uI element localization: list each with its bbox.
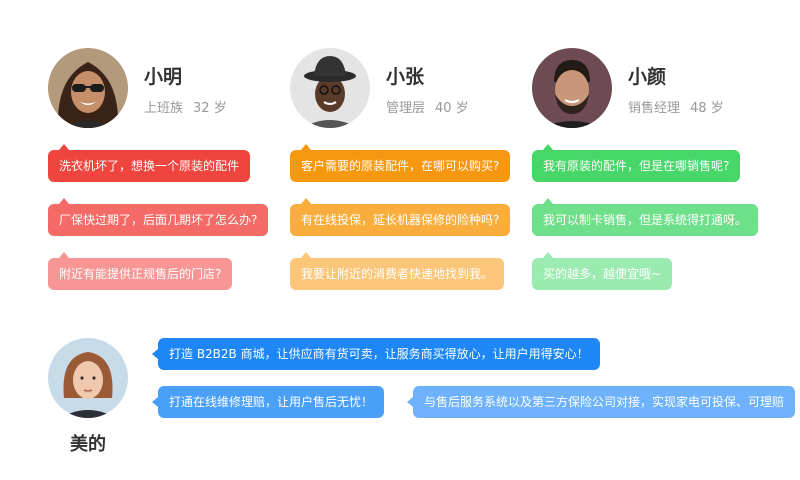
speech-bubble: 客户需要的原装配件，在哪可以购买?	[290, 144, 511, 182]
bearded-man-avatar	[532, 48, 612, 128]
persona-meta: 销售经理 48 岁	[628, 97, 724, 116]
speech-bubble: 我有原装的配件，但是在哪销售呢?	[532, 144, 741, 182]
man-with-hat-avatar	[290, 48, 370, 128]
persona-name: 小颜	[628, 66, 667, 88]
persona-age: 48 岁	[690, 101, 724, 116]
persona-name: 小张	[386, 66, 425, 88]
speech-bubble: 附近有能提供正规售后的门店?	[48, 252, 233, 290]
persona-name: 小明	[144, 66, 183, 88]
brand-name: 美的	[70, 434, 106, 455]
speech-bubble: 打通在线维修理赔，让用户售后无忧！	[151, 386, 385, 418]
persona-meta: 管理层 40 岁	[386, 97, 469, 116]
speech-bubble: 与售后服务系统以及第三方保险公司对接，实现家电可投保、可理赔	[406, 386, 796, 418]
speech-bubble: 我可以制卡销售，但是系统得打通呀。	[532, 198, 759, 236]
speech-bubble: 有在线投保，延长机器保修的险种吗?	[290, 198, 511, 236]
persona-role: 上班族	[144, 101, 184, 116]
speech-bubble: 厂保快过期了，后面几期坏了怎么办?	[48, 198, 269, 236]
woman-with-sunglasses-avatar	[48, 48, 128, 128]
speech-bubble: 我要让附近的消费者快速地找到我。	[290, 252, 505, 290]
speech-bubble: 买的越多，越便宜哦~	[532, 252, 673, 290]
woman-portrait-avatar	[48, 338, 128, 418]
persona-role: 管理层	[386, 101, 426, 116]
brand-midea: 美的	[48, 338, 128, 458]
speech-bubble: 洗衣机坏了，想换一个原装的配件	[48, 144, 251, 182]
persona-age: 32 岁	[193, 101, 227, 116]
persona-xiaozhang: 小张 管理层 40 岁	[290, 48, 530, 128]
persona-age: 40 岁	[435, 101, 469, 116]
persona-meta: 上班族 32 岁	[144, 97, 227, 116]
speech-bubble: 打造 B2B2B 商城，让供应商有货可卖，让服务商买得放心，让用户用得安心！	[152, 338, 600, 370]
persona-xiaoming: 小明 上班族 32 岁	[48, 48, 288, 128]
persona-xiaoyan: 小颜 销售经理 48 岁	[532, 48, 772, 128]
persona-role: 销售经理	[628, 101, 681, 116]
